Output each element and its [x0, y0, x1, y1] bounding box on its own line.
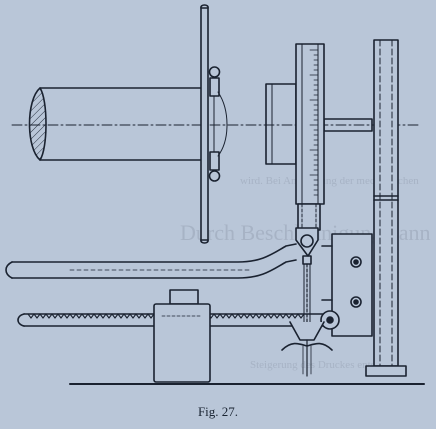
- wing-nut: [281, 321, 333, 377]
- bleed-line-3: Steigerung des Druckes entstehen.: [250, 359, 402, 371]
- scale-lower-block: [297, 203, 321, 231]
- main-shaft: [28, 87, 205, 161]
- graduated-scale-bar: [295, 43, 325, 205]
- shaft-section-hatch: [28, 87, 47, 161]
- weight-block: [153, 289, 211, 383]
- disc-clamp: [208, 66, 228, 182]
- scale-ticks: [309, 49, 319, 196]
- column-bracket: [320, 233, 373, 337]
- shaft-hub: [265, 83, 297, 165]
- disc-wheel: [200, 4, 209, 244]
- figure-caption: Fig. 27.: [197, 404, 239, 419]
- upper-lever: [5, 243, 297, 279]
- turnbuckle-hook: [295, 227, 319, 333]
- support-column: [365, 39, 407, 377]
